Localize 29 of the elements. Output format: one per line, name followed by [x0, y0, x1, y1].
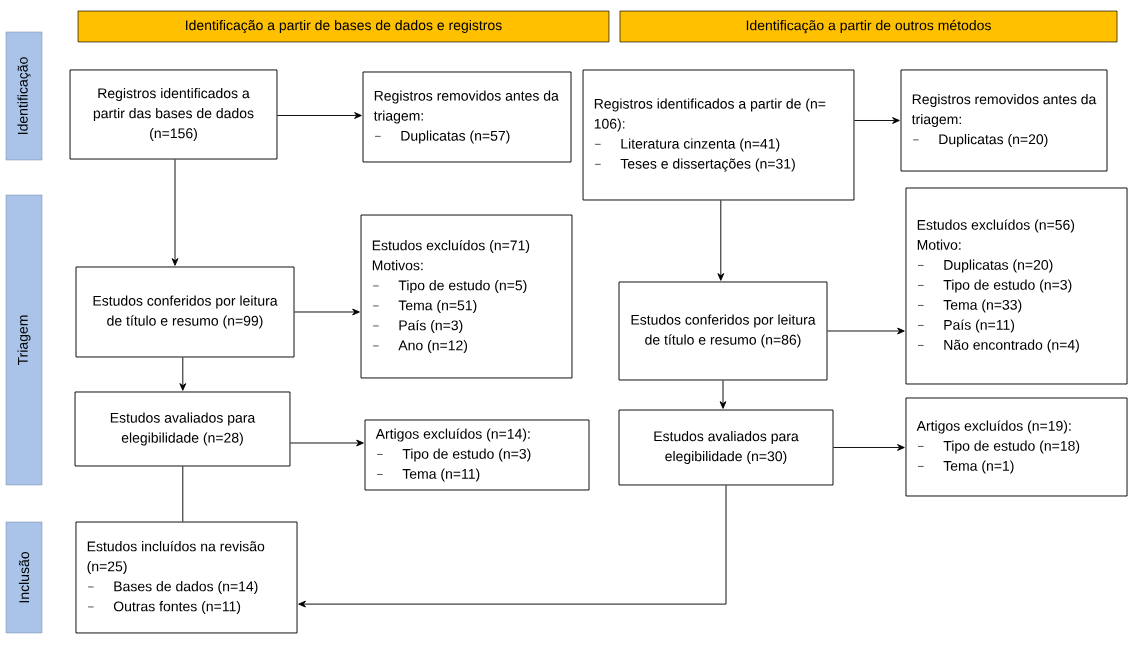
process-box: Estudos avaliados para elegibilidade (n=30)	[618, 409, 834, 486]
stage-label: Inclusão	[5, 521, 43, 634]
stage-label: Triagem	[5, 194, 43, 486]
process-box: Artigos excluídos (n=14): Tipo de estudo (n=3) Tema (n=11)	[364, 419, 590, 491]
header-band: Identificação a partir de bases de dados e registros	[77, 10, 610, 43]
process-box: Estudos incluídos na revisão (n=25) Bases de dados (n=14) Outras fontes (n=11)	[75, 521, 298, 634]
arrow	[833, 444, 905, 451]
arrow	[827, 327, 905, 335]
stage-label: Identificação	[5, 31, 43, 161]
process-box: Estudos excluídos (n=56) Motivo: Duplicatas (n=20) Tipo de estudo (n=3) Tema (n=33) País (n=11) Não encontrado (n=4)	[905, 187, 1128, 385]
process-box: Registros removidos antes da triagem: Duplicatas (n=20)	[900, 69, 1108, 172]
arrow	[171, 159, 179, 266]
header-band: Identificação a partir de outros métodos	[619, 10, 1118, 43]
arrow	[719, 380, 727, 409]
process-box: Registros identificados a partir das bases de dados (n=156)	[69, 69, 278, 160]
process-box: Estudos avaliados para elegibilidade (n=28)	[74, 391, 291, 467]
process-box: Estudos conferidos por leitura de título e resumo (n=99)	[75, 266, 295, 358]
process-box: Artigos excluídos (n=19): Tipo de estudo (n=18) Tema (n=1)	[905, 397, 1128, 497]
arrow	[298, 484, 727, 608]
process-box: Registros identificados a partir de (n= 106): Literatura cinzenta (n=41) Teses e dissertações (n=31)	[582, 69, 855, 201]
process-box: Registros removidos antes da triagem: Duplicatas (n=57)	[362, 71, 572, 163]
arrow	[853, 117, 900, 124]
process-box: Estudos excluídos (n=71) Motivos: Tipo de estudo (n=5) Tema (n=51) País (n=3) Ano (n=12)	[360, 214, 573, 379]
process-box: Estudos conferidos por leitura de título e resumo (n=86)	[618, 281, 828, 381]
arrow	[276, 112, 362, 119]
arrow	[294, 308, 360, 316]
arrow	[289, 439, 364, 447]
arrow	[717, 200, 725, 281]
arrow	[179, 357, 187, 391]
